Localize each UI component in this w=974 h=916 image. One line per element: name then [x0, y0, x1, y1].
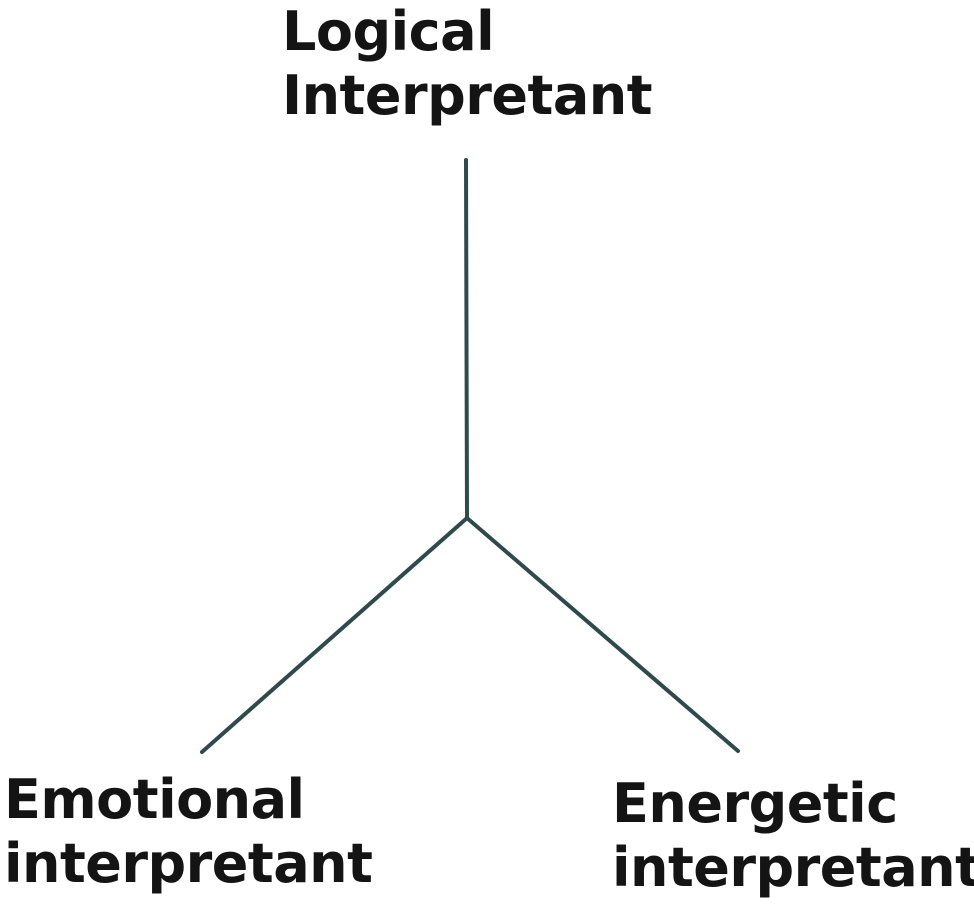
logical-interpretant-label: Logical Interpretant	[282, 0, 653, 128]
branch-line-left	[200, 516, 469, 754]
logical-label-line2: Interpretant	[282, 64, 653, 127]
energetic-label-line1: Energetic	[612, 772, 898, 835]
emotional-interpretant-label: Emotional interpretant	[4, 768, 373, 896]
emotional-label-line1: Emotional	[4, 768, 305, 831]
branch-line-right	[465, 516, 740, 753]
emotional-label-line2: interpretant	[4, 832, 373, 895]
energetic-label-line2: interpretant	[612, 836, 974, 899]
logical-label-line1: Logical	[282, 0, 495, 63]
energetic-interpretant-label: Energetic interpretant	[612, 772, 974, 900]
branch-line-up	[464, 158, 469, 520]
